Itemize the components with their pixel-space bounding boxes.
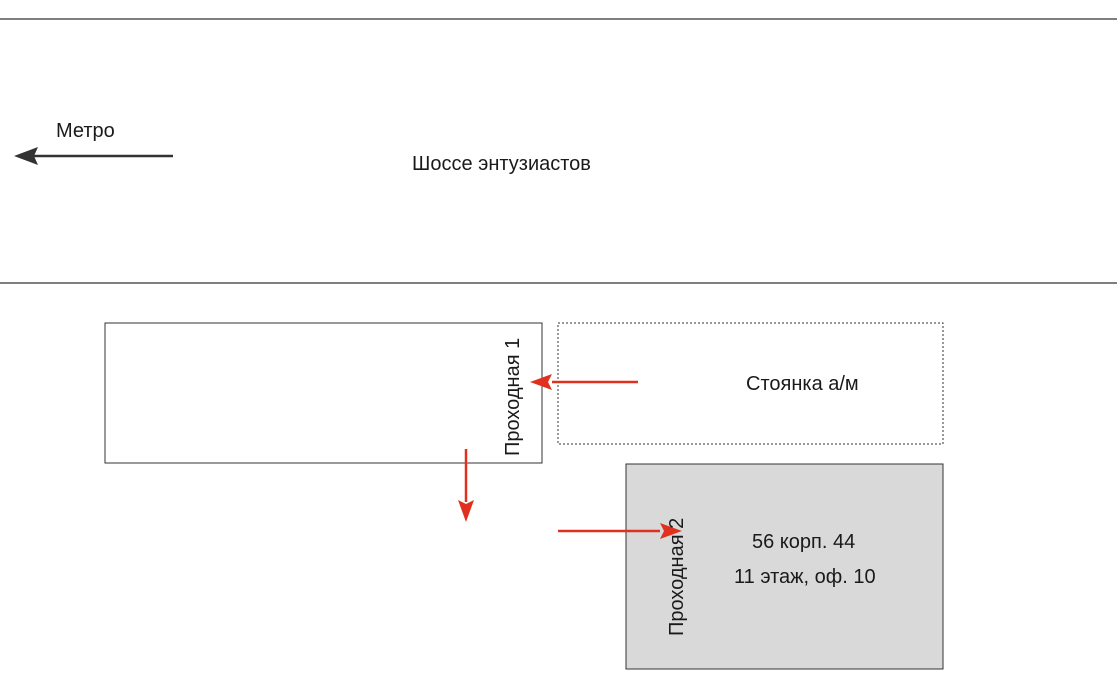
highway-label: Шоссе энтузиастов (412, 153, 591, 175)
address-line-2: 11 этаж, оф. 10 (734, 566, 876, 588)
route-arrow-down-head (458, 500, 474, 522)
checkpoint-2-label: Проходная 2 (666, 517, 688, 636)
metro-arrow-head (14, 147, 38, 165)
target-building (625, 463, 944, 670)
route-arrow-to-checkpoint-2-head (660, 523, 682, 539)
address-line-1: 56 корп. 44 (752, 531, 856, 553)
checkpoint-1-label: Проходная 1 (502, 337, 524, 456)
route-arrow-to-checkpoint-1-head (530, 374, 552, 390)
parking-area (557, 322, 944, 445)
parking-label: Стоянка а/м (746, 373, 859, 395)
building-checkpoint-1 (104, 322, 543, 464)
metro-label: Метро (56, 120, 115, 142)
